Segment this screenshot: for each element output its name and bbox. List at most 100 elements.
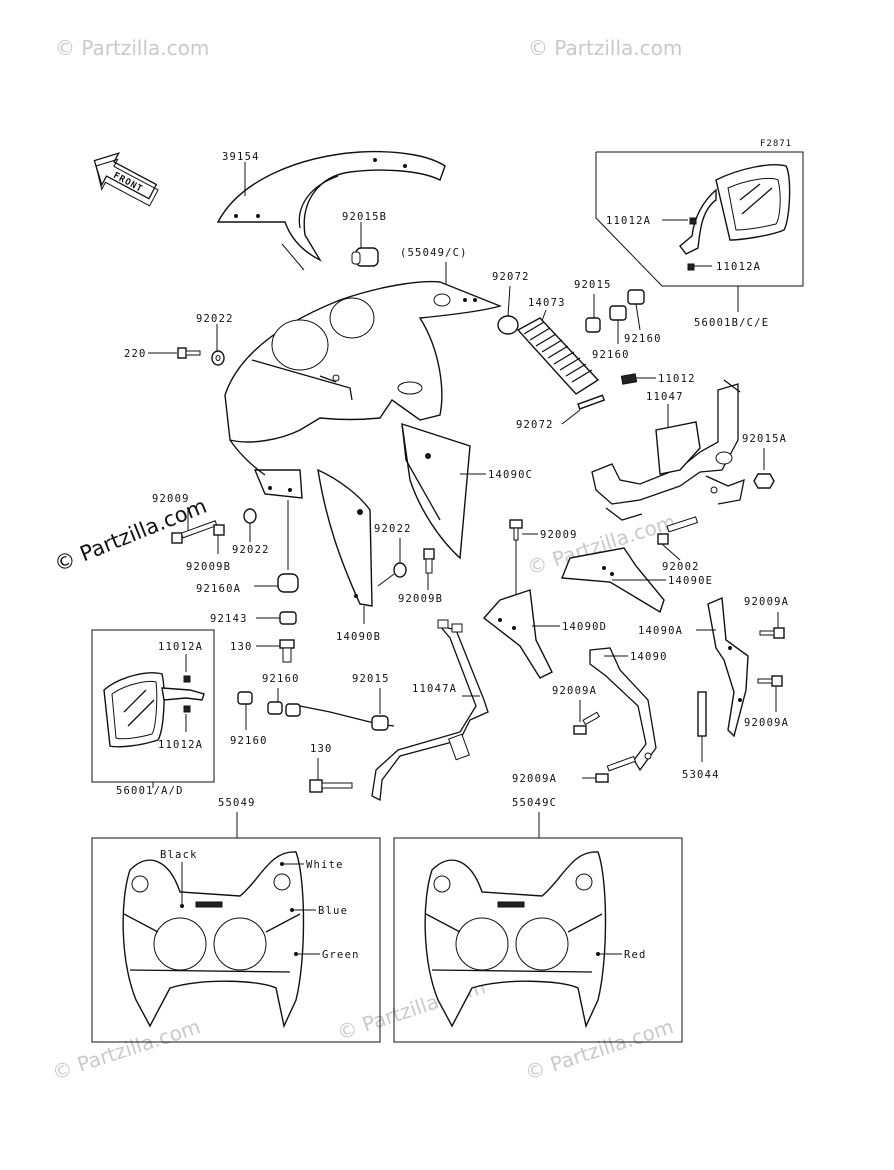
label-92015A: 92015A bbox=[742, 433, 787, 445]
bolt-92009A-r2 bbox=[757, 675, 783, 687]
label-11012A-top: 11012A bbox=[606, 215, 651, 227]
label-92015-top: 92015 bbox=[574, 279, 612, 291]
duct-14073 bbox=[516, 317, 600, 395]
bracket-14090A bbox=[707, 596, 749, 738]
label-92009-mid: 92009 bbox=[540, 529, 578, 541]
grommet-92015-top bbox=[585, 317, 601, 333]
front-arrow-icon: FRONT bbox=[93, 152, 159, 207]
label-92002: 92002 bbox=[662, 561, 700, 573]
bolt-92009B-mid bbox=[423, 548, 435, 574]
color-blue-label: Blue bbox=[318, 905, 348, 917]
label-92160-b: 92160 bbox=[624, 333, 662, 345]
label-92072-top: 92072 bbox=[492, 271, 530, 283]
label-11012A-l2: 11012A bbox=[158, 739, 203, 751]
label-55049: 55049 bbox=[218, 797, 256, 809]
watermark-bottom-left: © Partzilla.com bbox=[49, 1014, 203, 1085]
washer-92022-left bbox=[243, 508, 257, 524]
stay-14090 bbox=[589, 647, 657, 772]
figure-code: F2871 bbox=[760, 139, 792, 149]
strip-53044 bbox=[697, 691, 707, 737]
mirror-box-right bbox=[595, 151, 804, 287]
clamp-92072 bbox=[497, 315, 519, 335]
watermark-bottom-right: © Partzilla.com bbox=[522, 1014, 676, 1085]
label-92143: 92143 bbox=[210, 613, 248, 625]
bolt-130-top bbox=[279, 639, 295, 663]
bolt-130-bot bbox=[309, 779, 353, 793]
color-scheme-box-left bbox=[91, 837, 381, 1043]
label-92022-left: 92022 bbox=[232, 544, 270, 556]
label-56001BCE: 56001B/C/E bbox=[694, 317, 769, 329]
label-11012A-l1: 11012A bbox=[158, 641, 203, 653]
label-92009A-mid: 92009A bbox=[552, 685, 597, 697]
label-11047: 11047 bbox=[646, 391, 684, 403]
panel-14090C bbox=[401, 422, 471, 560]
watermark-top-left: © Partzilla.com bbox=[55, 36, 209, 60]
color-white-label: White bbox=[306, 859, 344, 871]
bolt-92002 bbox=[657, 516, 699, 545]
screw-92009-mid bbox=[509, 519, 523, 541]
label-92009B-left: 92009B bbox=[186, 561, 231, 573]
label-92072-mid: 92072 bbox=[516, 419, 554, 431]
label-11012A-top2: 11012A bbox=[716, 261, 761, 273]
grommet-92160A bbox=[277, 573, 299, 593]
label-92160-a: 92160 bbox=[592, 349, 630, 361]
label-92009B-mid: 92009B bbox=[398, 593, 443, 605]
washer-92022-mid bbox=[393, 562, 407, 578]
bolt-92009B-left bbox=[213, 524, 225, 536]
grommet-92015-mid bbox=[371, 715, 389, 731]
label-92022-mid: 92022 bbox=[374, 523, 412, 535]
bolt-92009A-mid bbox=[573, 711, 601, 735]
label-14090D: 14090D bbox=[562, 621, 607, 633]
label-55049C-paren: (55049/C) bbox=[400, 247, 468, 259]
windshield-part bbox=[216, 150, 446, 271]
label-11012: 11012 bbox=[658, 373, 696, 385]
nut-92015A bbox=[753, 473, 775, 489]
stay-bracket-11047 bbox=[591, 379, 745, 521]
panel-14090B bbox=[317, 468, 373, 607]
label-14073: 14073 bbox=[528, 297, 566, 309]
label-11047A: 11047A bbox=[412, 683, 457, 695]
nut-92160-mid bbox=[237, 691, 301, 717]
label-92009A-r1: 92009A bbox=[744, 596, 789, 608]
label-92009-left: 92009 bbox=[152, 493, 190, 505]
label-220: 220 bbox=[124, 348, 147, 360]
color-scheme-box-right bbox=[393, 837, 683, 1043]
label-92015B: 92015B bbox=[342, 211, 387, 223]
label-92160A: 92160A bbox=[196, 583, 241, 595]
label-14090B: 14090B bbox=[336, 631, 381, 643]
color-red-label: Red bbox=[624, 949, 647, 961]
label-56001AD: 56001/A/D bbox=[116, 785, 184, 797]
label-92160-c: 92160 bbox=[262, 673, 300, 685]
label-92009A-r2: 92009A bbox=[744, 717, 789, 729]
color-green-label: Green bbox=[322, 949, 360, 961]
bolt-220 bbox=[177, 347, 201, 359]
label-92015-mid: 92015 bbox=[352, 673, 390, 685]
label-39154: 39154 bbox=[222, 151, 260, 163]
pad-11012 bbox=[620, 373, 638, 385]
label-92009A-bot: 92009A bbox=[512, 773, 557, 785]
label-53044: 53044 bbox=[682, 769, 720, 781]
grommet-92015B bbox=[351, 247, 379, 267]
bolt-92009A-bot bbox=[595, 755, 636, 783]
upper-cowl-part bbox=[224, 280, 503, 499]
washer-92022-top bbox=[211, 350, 225, 366]
bolt-92009-left bbox=[171, 520, 218, 544]
label-92160-d: 92160 bbox=[230, 735, 268, 747]
label-14090: 14090 bbox=[630, 651, 668, 663]
color-black-label: Black bbox=[160, 849, 198, 861]
bracket-11047A bbox=[299, 619, 489, 802]
label-130-bot: 130 bbox=[310, 743, 333, 755]
bolt-92009A-r1 bbox=[759, 627, 785, 639]
label-55049C: 55049C bbox=[512, 797, 557, 809]
watermark-top-right: © Partzilla.com bbox=[528, 36, 682, 60]
nut-92160-top bbox=[609, 289, 645, 321]
label-130-top: 130 bbox=[230, 641, 253, 653]
collar-92143 bbox=[279, 611, 297, 625]
mirror-box-left bbox=[91, 629, 215, 783]
label-14090C: 14090C bbox=[488, 469, 533, 481]
band-92072 bbox=[577, 394, 606, 410]
panel-14090D bbox=[482, 589, 553, 679]
label-14090A: 14090A bbox=[638, 625, 683, 637]
label-92022-top: 92022 bbox=[196, 313, 234, 325]
